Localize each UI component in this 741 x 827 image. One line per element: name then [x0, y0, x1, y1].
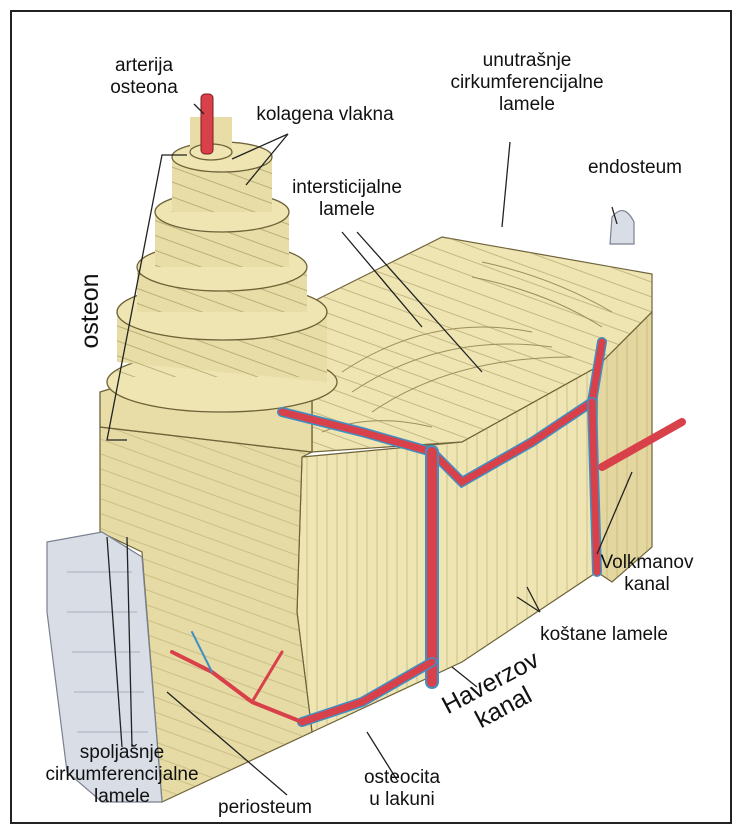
label-osteon: osteon [76, 251, 104, 371]
label-line: osteocita [352, 767, 452, 789]
label-unutrasnje-cirkumferencijalne: unutrašnje cirkumferencijalne lamele [442, 50, 612, 116]
label-line: arterija [104, 55, 184, 77]
label-endosteum: endosteum [570, 157, 700, 179]
label-intersticijalne-lamele: intersticijalne lamele [277, 177, 417, 221]
label-line: osteona [104, 77, 184, 99]
label-volkmanov-kanal: Volkmanov kanal [592, 552, 702, 596]
bone-illustration [12, 12, 732, 824]
osteon-artery [201, 94, 213, 154]
label-line: Volkmanov [592, 552, 702, 574]
label-kolagena-vlakna: kolagena vlakna [240, 104, 410, 126]
label-line: cirkumferencijalne [32, 764, 212, 786]
label-line: kanal [592, 574, 702, 596]
label-arterija-osteona: arterija osteona [104, 55, 184, 99]
label-osteocita-u-lakuni: osteocita u lakuni [352, 767, 452, 811]
label-line: intersticijalne [277, 177, 417, 199]
label-spoljasnje-cirkumferencijalne: spoljašnje cirkumferencijalne lamele [32, 742, 212, 808]
label-line: lamele [442, 94, 612, 116]
endosteum-curl [610, 211, 634, 244]
label-line: u lakuni [352, 789, 452, 811]
label-line: spoljašnje [32, 742, 212, 764]
label-line: cirkumferencijalne [442, 72, 612, 94]
label-line: lamele [277, 199, 417, 221]
label-kostane-lamele: koštane lamele [524, 624, 684, 646]
figure-frame: arterija osteona kolagena vlakna unutraš… [10, 10, 732, 824]
label-periosteum: periosteum [200, 797, 330, 819]
osteon-stack [100, 117, 337, 452]
label-line: lamele [32, 786, 212, 808]
label-line: unutrašnje [442, 50, 612, 72]
